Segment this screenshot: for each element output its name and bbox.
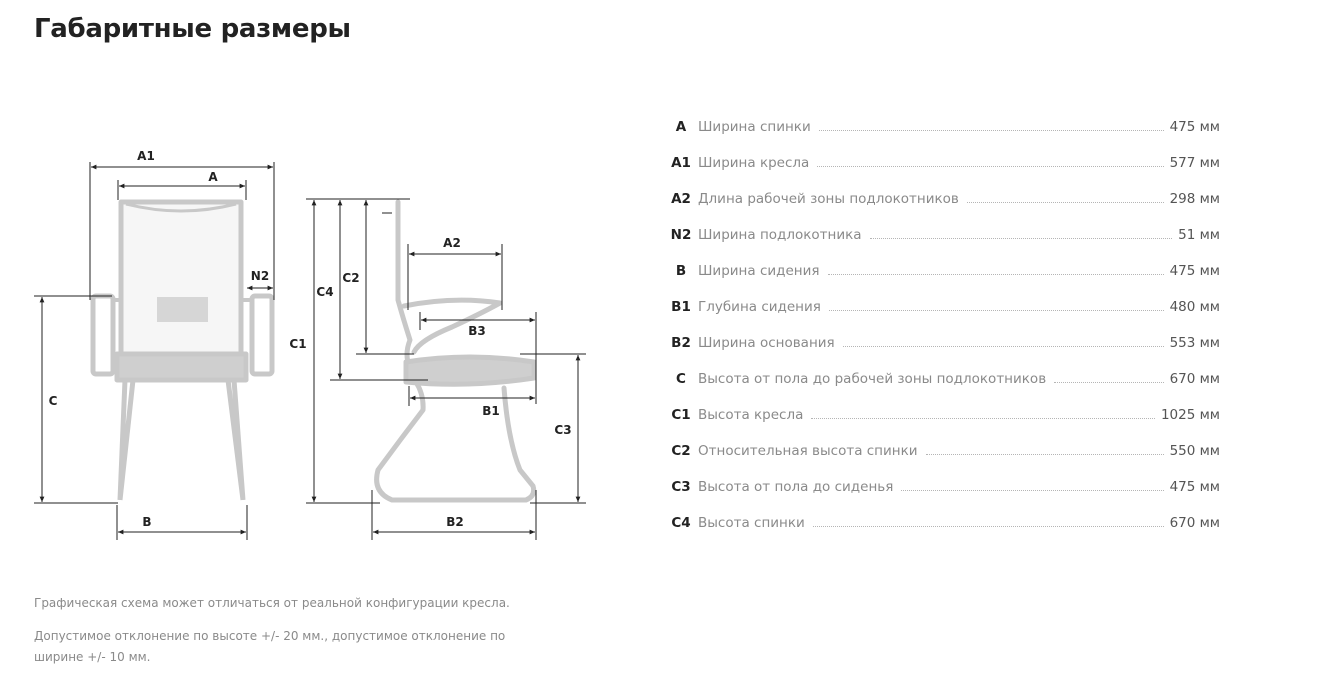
dotted-leader (1054, 382, 1164, 383)
label-a2: A2 (443, 236, 461, 250)
spec-value: 51 мм (1178, 227, 1220, 243)
front-dimension-lines (34, 162, 275, 540)
label-c: C (49, 394, 58, 408)
spec-code: C1 (671, 407, 691, 423)
spec-row: C4 Высота спинки 670 мм (664, 495, 1220, 531)
spec-label: Ширина основания (698, 335, 835, 351)
dotted-leader (925, 454, 1164, 455)
dotted-leader (828, 310, 1164, 311)
spec-row: C1 Высота кресла 1025 мм (664, 387, 1220, 423)
front-view-chair (90, 199, 275, 501)
dotted-leader (811, 418, 1155, 419)
dotted-leader (842, 346, 1164, 347)
spec-value: 670 мм (1169, 371, 1220, 387)
note-schema-disclaimer: Графическая схема может отличаться от ре… (34, 596, 510, 610)
label-c3: C3 (554, 423, 571, 437)
spec-value: 475 мм (1169, 479, 1220, 495)
page-title: Габаритные размеры (34, 14, 351, 44)
spec-row: A Ширина спинки 475 мм (664, 99, 1220, 135)
label-b1: B1 (482, 404, 500, 418)
dotted-leader (818, 130, 1164, 131)
dotted-leader (966, 202, 1164, 203)
note-tolerance: Допустимое отклонение по высоте +/- 20 м… (34, 629, 506, 664)
spec-value: 577 мм (1169, 155, 1220, 171)
spec-row: B2 Ширина основания 553 мм (664, 315, 1220, 351)
spec-label: Длина рабочей зоны подлокотников (698, 191, 959, 207)
dotted-leader (901, 490, 1164, 491)
spec-code: B2 (671, 335, 691, 351)
label-a1: A1 (137, 149, 155, 163)
side-view-chair (374, 199, 537, 503)
spec-value: 670 мм (1169, 515, 1220, 531)
spec-label: Ширина спинки (698, 119, 811, 135)
label-c4: C4 (316, 285, 333, 299)
spec-label: Высота кресла (698, 407, 804, 423)
spec-label: Ширина подлокотника (698, 227, 862, 243)
chair-dimensions-diagram: A1 A N2 C B C1 C4 C2 A2 B3 B1 C3 B2 (34, 149, 586, 540)
spec-label: Относительная высота спинки (698, 443, 918, 459)
label-c1: C1 (289, 337, 306, 351)
label-b: B (142, 515, 151, 529)
dotted-leader (869, 238, 1173, 239)
notes: Графическая схема может отличаться от ре… (34, 593, 554, 680)
spec-value: 480 мм (1169, 299, 1220, 315)
spec-row: A2 Длина рабочей зоны подлокотников 298 мм (664, 171, 1220, 207)
spec-row: B1 Глубина сидения 480 мм (664, 279, 1220, 315)
spec-code: C2 (671, 443, 691, 459)
dotted-leader (817, 166, 1164, 167)
spec-list: A Ширина спинки 475 мм A1 Ширина кресла 577 м… (664, 99, 1220, 531)
spec-label: Высота от пола до рабочей зоны подлокотн… (698, 371, 1047, 387)
spec-label: Высота спинки (698, 515, 805, 531)
spec-label: Высота от пола до сиденья (698, 479, 894, 495)
spec-value: 475 мм (1169, 263, 1220, 279)
spec-code: A (675, 119, 687, 135)
side-dimension-lines (306, 198, 586, 540)
spec-value: 550 мм (1169, 443, 1220, 459)
spec-row: N2 Ширина подлокотника 51 мм (664, 207, 1220, 243)
spec-value: 298 мм (1169, 191, 1220, 207)
label-b2: B2 (446, 515, 464, 529)
spec-code: C4 (671, 515, 691, 531)
spec-label: Глубина сидения (698, 299, 821, 315)
dotted-leader (812, 526, 1164, 527)
spec-code: C (676, 371, 686, 387)
spec-row: A1 Ширина кресла 577 мм (664, 135, 1220, 171)
label-b3: B3 (468, 324, 486, 338)
spec-label: Ширина кресла (698, 155, 810, 171)
spec-code: B1 (671, 299, 691, 315)
spec-label: Ширина сидения (698, 263, 820, 279)
label-n2: N2 (251, 269, 269, 283)
label-c2: C2 (342, 271, 359, 285)
spec-row: B Ширина сидения 475 мм (664, 243, 1220, 279)
spec-row: C Высота от пола до рабочей зоны подлокот… (664, 351, 1220, 387)
spec-value: 1025 мм (1160, 407, 1220, 423)
spec-code: B (675, 263, 687, 279)
spec-value: 475 мм (1169, 119, 1220, 135)
spec-code: A2 (671, 191, 691, 207)
spec-row: C3 Высота от пола до сиденья 475 мм (664, 459, 1220, 495)
spec-row: C2 Относительная высота спинки 550 мм (664, 423, 1220, 459)
spec-code: N2 (670, 227, 692, 243)
spec-code: C3 (671, 479, 691, 495)
dotted-leader (827, 274, 1164, 275)
label-a: A (208, 170, 218, 184)
spec-value: 553 мм (1169, 335, 1220, 351)
spec-code: A1 (671, 155, 691, 171)
